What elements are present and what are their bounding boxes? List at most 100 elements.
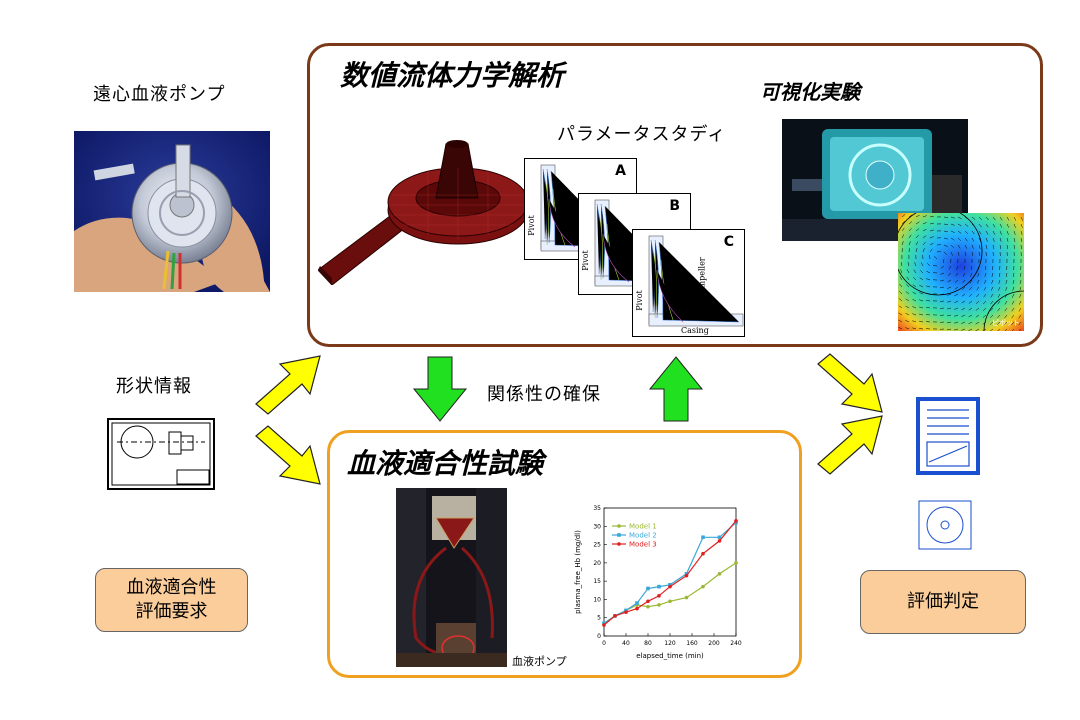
piv-vector [954, 307, 959, 310]
piv-vector [957, 223, 962, 227]
piv-vector [976, 293, 980, 298]
cfd-box [307, 43, 1043, 347]
piv-vector [1019, 293, 1022, 298]
panel-c-casing: Casing [681, 326, 709, 335]
piv-vector [954, 293, 959, 297]
piv-vector [982, 314, 987, 318]
piv-vector [950, 216, 955, 219]
piv-vector [934, 256, 938, 260]
piv-pivot-label: ピボット [992, 319, 1020, 327]
piv-vector [922, 235, 927, 239]
piv-vector [1013, 223, 1016, 228]
piv-vector [901, 220, 905, 225]
piv-vector [950, 237, 955, 241]
piv-vector [898, 326, 903, 330]
request-line-2: 評価要求 [135, 601, 208, 622]
disc-icon [918, 500, 972, 550]
piv-vector [914, 262, 917, 267]
piv-vector [899, 283, 903, 288]
piv-vector [991, 279, 994, 284]
piv-vector [915, 214, 920, 218]
y-tick-label: 10 [593, 596, 601, 603]
legend-marker [617, 533, 621, 537]
piv-vector [955, 272, 959, 277]
piv-vector [1006, 223, 1010, 228]
piv-vector [957, 237, 961, 241]
shape-label: 形状情報 [116, 376, 192, 397]
piv-vector [908, 241, 911, 246]
piv-vector [969, 286, 973, 291]
piv-vector [968, 321, 973, 325]
piv-vector [927, 263, 931, 267]
piv-vector [977, 265, 980, 270]
piv-vector [961, 293, 966, 297]
data-point [701, 551, 705, 556]
x-tick-label: 120 [664, 640, 676, 647]
piv-vector [961, 300, 966, 304]
piv-vector [925, 314, 931, 316]
panel-a-pivot: Pivot [526, 215, 536, 236]
piv-vector [926, 307, 931, 309]
data-point [624, 608, 628, 613]
piv-vector [919, 306, 924, 309]
piv-vector [968, 300, 973, 304]
piv-vector [901, 214, 906, 218]
piv-vector [936, 251, 941, 253]
piv-vector [929, 215, 934, 218]
piv-vector [978, 230, 982, 235]
data-point [635, 606, 639, 611]
piv-vector [1006, 216, 1010, 221]
piv-vector [919, 284, 924, 288]
piv-vector [926, 278, 931, 281]
piv-vector [1012, 293, 1015, 298]
piv-vector [985, 265, 987, 270]
green-arrow-up [648, 356, 704, 422]
data-point [734, 519, 738, 523]
piv-vector [1011, 314, 1015, 319]
piv-vector [1018, 314, 1022, 319]
piv-vector [992, 223, 996, 228]
blood-pump-label: 血液ポンプ [512, 655, 567, 668]
piv-vector [1011, 321, 1015, 326]
piv-vector [997, 293, 1001, 298]
piv-vector [975, 328, 980, 332]
piv-vector [898, 298, 903, 302]
piv-vector [962, 272, 966, 277]
series-line [603, 562, 737, 624]
piv-vector [922, 248, 925, 253]
piv-vector [961, 328, 966, 331]
panel-letter-c: C [723, 234, 734, 250]
piv-vector [939, 307, 945, 309]
piv-vector [919, 313, 924, 316]
piv-vector [982, 321, 987, 325]
piv-vector [922, 222, 927, 225]
piv-vector [975, 321, 980, 325]
piv-vector [954, 314, 959, 317]
piv-vector [985, 216, 989, 221]
panel-c-pivot: Pivot [634, 290, 644, 311]
piv-vector [940, 265, 945, 269]
yellow-arrow-cfd-to-report [817, 353, 883, 413]
data-point [701, 584, 705, 589]
piv-vector [906, 276, 910, 281]
piv-vector [957, 230, 962, 234]
piv-vector [999, 244, 1002, 249]
piv-vector [985, 223, 989, 228]
y-tick-label: 35 [593, 505, 601, 512]
piv-vector [912, 327, 917, 330]
piv-vector [992, 230, 996, 235]
piv-vector [899, 276, 903, 281]
piv-vector [947, 279, 952, 283]
piv-vector [950, 230, 955, 233]
piv-vector [985, 244, 988, 249]
piv-vector [915, 234, 919, 239]
piv-vector [912, 313, 917, 316]
piv-vector [990, 293, 994, 298]
piv-vector [919, 327, 924, 330]
piv-vector [998, 286, 1001, 291]
piv-vector [978, 244, 981, 249]
piv-vector [969, 279, 973, 284]
piv-vector [1019, 286, 1022, 291]
piv-vector [968, 328, 973, 331]
piv-vector [1013, 230, 1016, 235]
